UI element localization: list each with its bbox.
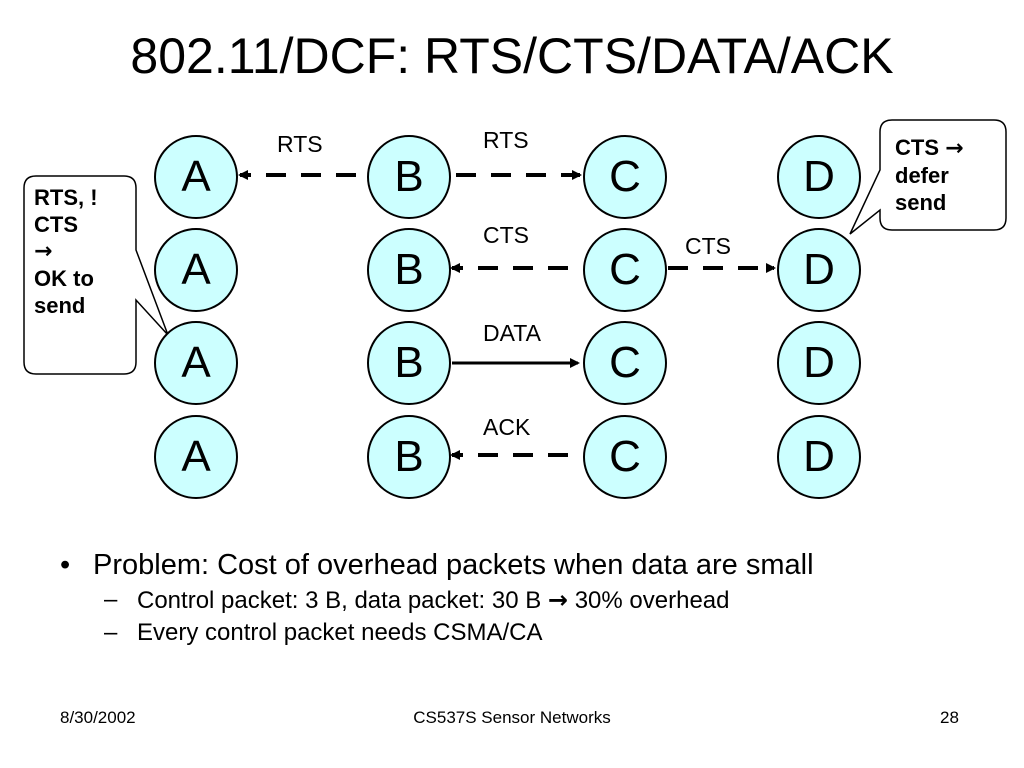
bullet-sub1-post: 30% overhead xyxy=(574,587,730,614)
node-d-row3: D xyxy=(777,321,861,405)
callout-right: CTS → defer send xyxy=(895,134,964,216)
callout-right-shape xyxy=(849,119,1007,235)
node-a-row3: A xyxy=(154,321,238,405)
callout-left-line1: RTS, ! xyxy=(34,185,98,210)
slide-title: 802.11/DCF: RTS/CTS/DATA/ACK xyxy=(130,28,894,84)
callout-right-line1: CTS xyxy=(895,135,939,160)
callout-right-arrow: → xyxy=(945,136,964,161)
node-c-row2: C xyxy=(583,228,667,312)
footer-page: 28 xyxy=(940,708,959,727)
label-cts-left: CTS xyxy=(483,222,529,248)
callout-right-line3: send xyxy=(895,190,947,215)
label-data: DATA xyxy=(483,320,541,346)
label-rts-right: RTS xyxy=(483,127,529,153)
node-c-row1: C xyxy=(583,135,667,219)
node-b-row3: B xyxy=(367,321,451,405)
node-d-row4: D xyxy=(777,415,861,499)
label-cts-right: CTS xyxy=(685,233,731,259)
callout-left-line5: send xyxy=(34,293,86,318)
node-a-row4: A xyxy=(154,415,238,499)
node-a-row1: A xyxy=(154,135,238,219)
bullet-sub1: Control packet: 3 B, data packet: 30 B →… xyxy=(60,584,1000,617)
node-b-row1: B xyxy=(367,135,451,219)
node-d-row2: D xyxy=(777,228,861,312)
node-c-row3: C xyxy=(583,321,667,405)
bullet-sub1-arrow: → xyxy=(547,586,569,614)
node-d-row1: D xyxy=(777,135,861,219)
bullet-main: Problem: Cost of overhead packets when d… xyxy=(60,546,1000,584)
bullet-sub2: Every control packet needs CSMA/CA xyxy=(60,617,1000,649)
footer-course: CS537S Sensor Networks xyxy=(413,708,611,727)
label-ack: ACK xyxy=(483,414,531,440)
callout-right-line1-row: CTS → xyxy=(895,134,964,162)
node-a-row2: A xyxy=(154,228,238,312)
callout-left-shape xyxy=(23,175,169,375)
callout-left-line4: OK to xyxy=(34,266,94,291)
label-rts-left: RTS xyxy=(277,131,323,157)
callout-left-arrow: → xyxy=(34,239,53,264)
bullet-list: Problem: Cost of overhead packets when d… xyxy=(60,546,1000,649)
callout-right-line2: defer xyxy=(895,163,949,188)
bullet-sub1-pre: Control packet: 3 B, data packet: 30 B xyxy=(137,587,542,614)
node-c-row4: C xyxy=(583,415,667,499)
node-b-row4: B xyxy=(367,415,451,499)
node-b-row2: B xyxy=(367,228,451,312)
footer-date: 8/30/2002 xyxy=(60,708,136,727)
callout-left-line2: CTS xyxy=(34,212,78,237)
callout-left: RTS, ! CTS → OK to send xyxy=(34,184,98,319)
